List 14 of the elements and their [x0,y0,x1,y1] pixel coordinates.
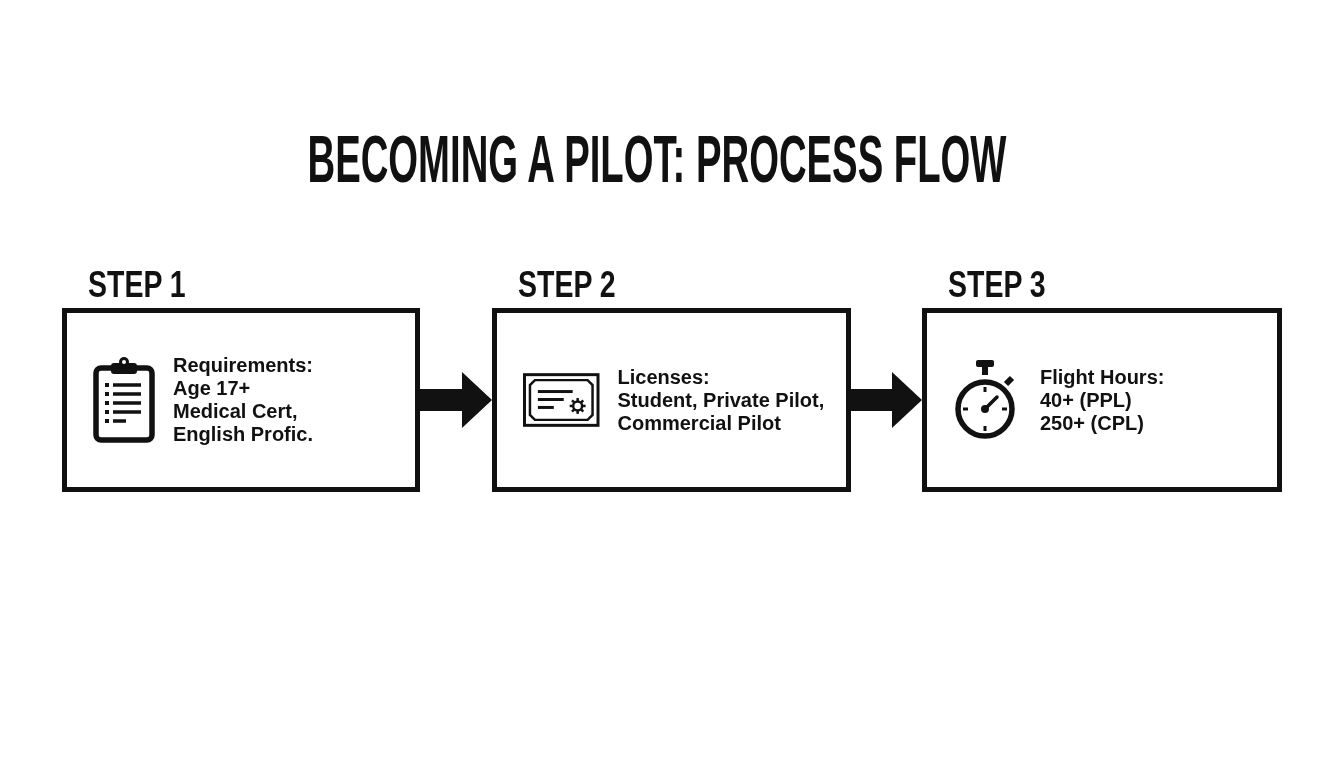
step-heading: STEP 2 [518,266,616,303]
step-heading: STEP 1 [88,266,186,303]
step-title: Licenses: [617,365,710,389]
step-title: Requirements: [173,354,314,377]
block-arrow [420,372,492,428]
step-title: Flight Hours: [1040,365,1165,389]
block-arrow [851,372,922,428]
diagram-title: BECOMING A PILOT: PROCESS FLOW [307,126,1007,192]
step-detail: 40+ (PPL) [1040,388,1132,412]
step-heading: STEP 3 [948,266,1046,303]
step-detail: Age 17+ [173,377,251,400]
step-detail: Student, Private Pilot, Commercial Pilot [617,388,826,435]
step-detail: Medical Cert, English Profic. [173,400,315,446]
step-detail: 250+ (CPL) [1040,411,1144,435]
